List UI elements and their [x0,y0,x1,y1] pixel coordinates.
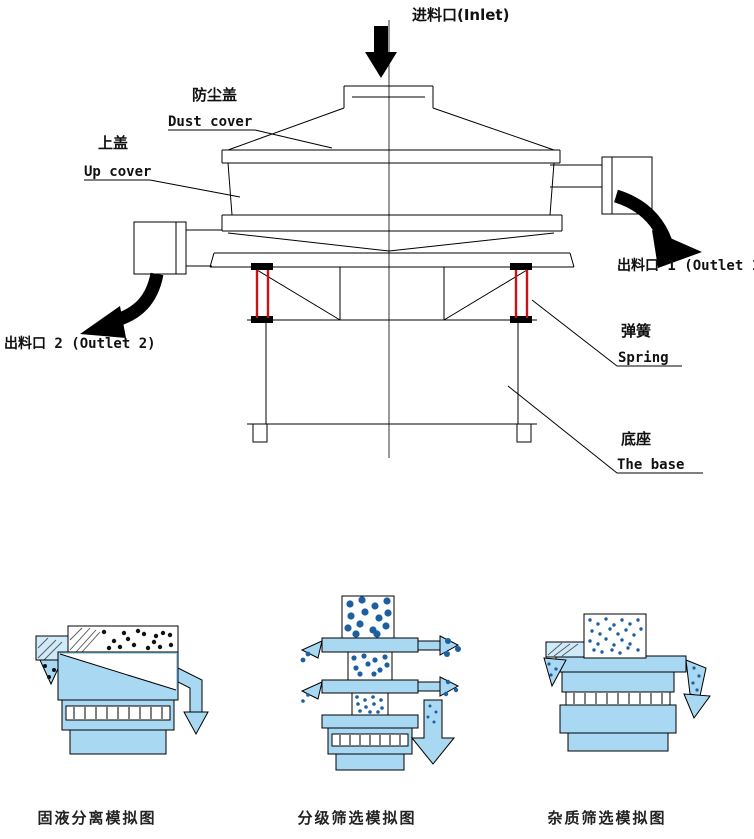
sim2-large-particles [344,596,392,638]
sim2-left-arrow1-icon [300,640,323,659]
caption-impurity: 杂质筛选模拟图 [547,809,666,827]
sim3-screen-ticks [573,693,663,704]
base-label-en: The base [617,457,684,473]
outlet2-label: 出料口 2 (Outlet 2) [4,335,156,352]
caption-solid-liquid: 固液分离模拟图 [37,809,156,827]
sim-impurity-screening [543,613,711,752]
sim1-down-arrow-icon [183,711,209,736]
outlet2-flow-arrow-icon [80,272,164,338]
sim2-medium-particles [351,653,390,677]
sim1-right-funnel [177,667,203,713]
up-cover-label-en: Up cover [84,164,151,180]
outlet1-flow-arrow-icon [613,189,702,268]
sim2-big-down-arrow-icon [410,699,456,765]
up-cover-label-zh: 上盖 [98,134,128,152]
sim2-right-arrow2-icon [439,676,460,697]
sim2-left-arrow2-icon [300,681,323,700]
sim-grading-screening [300,595,461,771]
sim-solid-liquid-separation [35,625,209,755]
sim3-base [567,732,669,752]
up-cover-shape [221,162,563,252]
sim1-base [69,729,167,755]
sim3-body [561,671,675,693]
dust-cover-shape [221,107,561,164]
caption-grading: 分级筛选模拟图 [297,809,416,827]
outlet1-spout [550,156,653,215]
dust-cover-label-en: Dust cover [168,114,252,130]
sim2-small-particles [355,695,384,714]
sim1-particles [101,628,174,651]
base-label-zh: 底座 [621,430,651,448]
leader-lines [84,129,703,474]
support-braces [251,266,533,321]
sim2-screen-ticks [339,735,401,745]
inlet-arrow-icon [365,26,397,78]
sim3-fine-particles [588,617,643,655]
sim2-base [335,753,405,771]
spring-right [510,263,532,323]
inlet-label: 进料口(Inlet) [412,6,509,24]
sim3-down-arrow-icon [683,693,711,720]
machine-drawing: 进料口(Inlet) 防尘盖 Dust cover 上盖 Up cover 出料… [4,6,754,474]
spring-left [251,263,273,323]
spring-label-en: Spring [618,350,669,366]
dust-cover-label-zh: 防尘盖 [192,86,237,104]
outlet1-label: 出料口 1 (Outlet 1 [617,257,754,274]
sim3-tank [559,704,677,734]
inlet-collar [343,85,434,108]
spring-label-zh: 弹簧 [621,322,651,340]
base-shape [247,319,537,443]
sim1-screen-ticks [73,707,163,719]
outlet2-spout [133,221,222,275]
